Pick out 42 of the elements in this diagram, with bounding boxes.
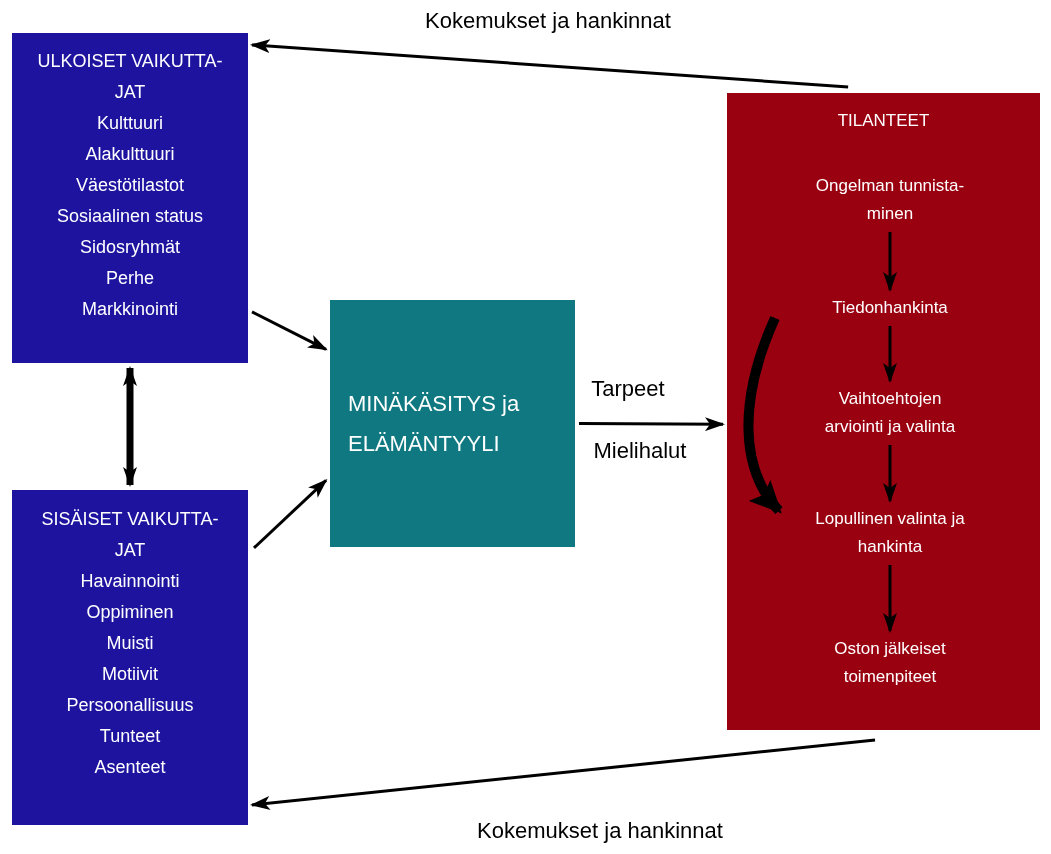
step-label: Tiedonhankinta xyxy=(805,294,975,322)
list-item: Markkinointi xyxy=(82,298,178,321)
stage-panel xyxy=(727,93,1040,730)
list-item: Alakulttuuri xyxy=(85,143,175,166)
arrow xyxy=(123,366,137,487)
step-label: Oston jälkeiset toimenpiteet xyxy=(795,635,985,691)
curved-arrow xyxy=(743,316,783,514)
arrow xyxy=(883,232,897,292)
list-item: Motiivit xyxy=(102,663,158,686)
arrow xyxy=(579,417,725,432)
arrow xyxy=(250,39,849,89)
concept-text: MINÄKÄSITYS ja ELÄMÄNTYYLI xyxy=(348,389,521,458)
list-item: Sidosryhmät xyxy=(79,236,180,259)
step-label: Ongelman tunnista- minen xyxy=(805,172,975,228)
edge-label: Kokemukset ja hankinnat xyxy=(425,8,671,34)
arrow xyxy=(251,310,328,351)
step-label: Vaihtoehtojen arviointi ja valinta xyxy=(814,385,966,441)
box-heading: SISÄISET VAIKUTTA- JAT xyxy=(40,508,220,562)
list-item: Havainnointi xyxy=(80,570,180,593)
edge-label: Tarpeet xyxy=(591,376,665,402)
list-item: Oppiminen xyxy=(86,601,174,624)
arrow xyxy=(252,478,328,550)
arrow xyxy=(250,738,876,810)
list-item: Muisti xyxy=(106,632,154,655)
arrow xyxy=(883,326,897,383)
list-item: Tunteet xyxy=(99,725,161,748)
factor-box xyxy=(12,490,248,825)
step-label: Lopullinen valinta ja hankinta xyxy=(785,505,995,561)
list-item: Perhe xyxy=(105,267,154,290)
list-item: Persoonallisuus xyxy=(66,694,194,717)
list-item: Väestötilastot xyxy=(75,174,185,197)
arrow xyxy=(883,445,897,503)
caption-text: Mielihalut xyxy=(593,438,687,464)
box-heading: ULKOISET VAIKUTTA- JAT xyxy=(36,50,224,104)
edge-label: Kokemukset ja hankinnat xyxy=(477,818,723,844)
box-heading: TILANTEET xyxy=(837,110,930,132)
list-item: Sosiaalinen status xyxy=(56,205,204,228)
concept-box xyxy=(330,300,575,547)
list-item: Asenteet xyxy=(94,756,166,779)
factor-box xyxy=(12,33,248,363)
arrow xyxy=(883,565,897,633)
list-item: Kulttuuri xyxy=(96,112,163,135)
